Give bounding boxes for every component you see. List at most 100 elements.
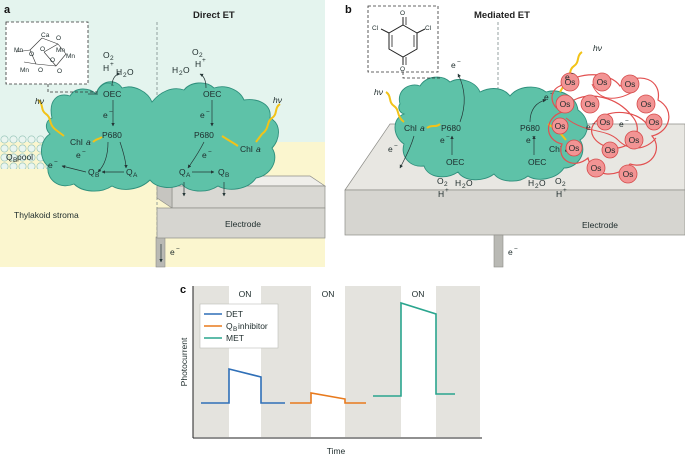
svg-text:B: B bbox=[225, 172, 229, 179]
qa-label-right: Q bbox=[179, 167, 186, 177]
svg-text:−: − bbox=[457, 59, 461, 66]
svg-text:H: H bbox=[556, 189, 562, 199]
panel-a: a Direct ET Electrode Electrode bbox=[0, 0, 327, 268]
hv-label-b-left: hν bbox=[374, 87, 384, 97]
svg-text:+: + bbox=[563, 187, 567, 194]
svg-text:H: H bbox=[528, 178, 534, 188]
svg-text:−: − bbox=[625, 118, 629, 125]
atom-o: O bbox=[50, 57, 55, 64]
os-center bbox=[620, 74, 640, 94]
qb-label-left: Q bbox=[88, 167, 95, 177]
on-label-1: ON bbox=[239, 289, 252, 299]
svg-text:−: − bbox=[446, 134, 450, 141]
svg-text:e: e bbox=[586, 122, 591, 132]
atom-mn: Mn bbox=[14, 47, 23, 54]
svg-text:−: − bbox=[109, 109, 113, 116]
os-center bbox=[601, 141, 619, 159]
legend-qb-inhibitor: Q bbox=[226, 321, 233, 331]
hv-label-b-right: hν bbox=[593, 43, 603, 53]
qb-inhibitor-trace bbox=[290, 392, 366, 404]
qb-pool-label: Q bbox=[6, 152, 13, 162]
p680-label-right: P680 bbox=[194, 130, 214, 140]
svg-text:e: e bbox=[103, 110, 108, 120]
svg-text:H: H bbox=[455, 178, 461, 188]
light-wave-b-left bbox=[385, 91, 405, 123]
chl-label-b-left: Chl bbox=[404, 123, 417, 133]
os-center bbox=[636, 94, 656, 114]
os-label: Os bbox=[597, 77, 608, 87]
electrode-a-label: Electrode bbox=[225, 219, 261, 229]
os-label: Os bbox=[555, 121, 566, 131]
os-center bbox=[565, 139, 583, 157]
svg-text:−: − bbox=[394, 143, 398, 150]
os-center bbox=[596, 113, 614, 131]
os-label: Os bbox=[605, 145, 616, 155]
svg-text:e: e bbox=[619, 119, 624, 129]
svg-text:−: − bbox=[54, 159, 58, 166]
svg-text:O: O bbox=[127, 67, 134, 77]
svg-text:O: O bbox=[466, 178, 473, 188]
atom-mn: Mn bbox=[20, 67, 29, 74]
os-center bbox=[555, 94, 575, 114]
svg-text:2: 2 bbox=[562, 181, 566, 188]
light-wave-a-left bbox=[37, 99, 65, 137]
h2o-label: H bbox=[116, 67, 122, 77]
atom-o: O bbox=[29, 51, 34, 58]
svg-text:A: A bbox=[133, 172, 138, 179]
os-label: Os bbox=[585, 99, 596, 109]
svg-text:O: O bbox=[183, 65, 190, 75]
atom-mn: Mn bbox=[66, 53, 75, 60]
o2-label: O bbox=[103, 50, 110, 60]
quinone-inset: O O Cl Cl bbox=[367, 5, 439, 73]
electrode-b-wire bbox=[493, 234, 504, 268]
electrode-a-front bbox=[156, 207, 326, 239]
svg-text:e: e bbox=[508, 247, 513, 257]
y-axis-label: Photocurrent bbox=[179, 337, 189, 386]
off-period bbox=[345, 286, 401, 437]
svg-text:e: e bbox=[200, 110, 205, 120]
atom-o: O bbox=[56, 35, 61, 42]
os-label: Os bbox=[649, 117, 660, 127]
svg-text:e: e bbox=[544, 92, 549, 102]
svg-text:e: e bbox=[76, 150, 81, 160]
quinone-cl-left: Cl bbox=[372, 25, 379, 32]
svg-text:−: − bbox=[592, 121, 596, 128]
atom-mn: Mn bbox=[56, 47, 65, 54]
svg-text:B: B bbox=[95, 172, 99, 179]
psii-protein-a bbox=[41, 81, 279, 192]
svg-text:a: a bbox=[256, 144, 261, 154]
svg-text:A: A bbox=[186, 172, 191, 179]
h2o-label-right: H bbox=[172, 65, 178, 75]
electrode-a-wire bbox=[155, 236, 166, 268]
electrode-b-label: Electrode bbox=[582, 220, 618, 230]
atom-ca: Ca bbox=[41, 32, 50, 39]
x-axis-label: Time bbox=[327, 446, 346, 456]
svg-text:2: 2 bbox=[179, 70, 183, 77]
det-trace bbox=[201, 367, 285, 404]
svg-text:e: e bbox=[565, 72, 570, 82]
svg-text:e: e bbox=[526, 135, 531, 145]
qa-label-left: Q bbox=[126, 167, 133, 177]
panel-c-letter: c bbox=[180, 284, 186, 296]
svg-text:H: H bbox=[195, 59, 201, 69]
svg-text:−: − bbox=[206, 109, 210, 116]
svg-text:2: 2 bbox=[462, 183, 466, 190]
svg-text:2: 2 bbox=[123, 72, 127, 79]
svg-text:+: + bbox=[202, 57, 206, 64]
os-label: Os bbox=[623, 169, 634, 179]
os-center bbox=[586, 158, 606, 178]
legend: DET Q B inhibitor MET bbox=[199, 303, 279, 349]
svg-text:−: − bbox=[514, 246, 518, 253]
svg-text:+: + bbox=[110, 61, 114, 68]
panel-b-letter: b bbox=[345, 4, 352, 16]
os-center bbox=[645, 113, 663, 131]
chl-label-left: Chl bbox=[70, 137, 83, 147]
svg-text:e: e bbox=[440, 135, 445, 145]
off-period bbox=[436, 286, 480, 437]
legend-met: MET bbox=[226, 333, 244, 343]
svg-text:−: − bbox=[571, 71, 575, 78]
svg-text:−: − bbox=[82, 149, 86, 156]
os-center bbox=[624, 130, 644, 150]
